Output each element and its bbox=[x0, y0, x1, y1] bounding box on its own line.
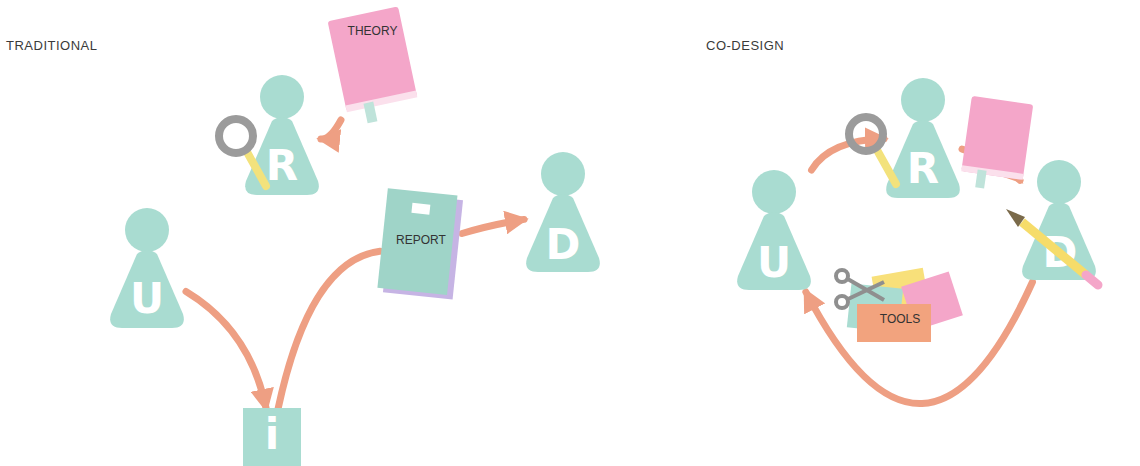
pawn-node: R bbox=[243, 75, 321, 195]
section-heading: TRADITIONAL bbox=[6, 38, 97, 53]
role-letter: U bbox=[108, 276, 186, 322]
node-label: REPORT bbox=[380, 234, 462, 247]
book-icon bbox=[959, 96, 1033, 194]
book-cover bbox=[961, 96, 1033, 180]
flow-arrow bbox=[812, 139, 884, 170]
scissors-handle bbox=[836, 270, 848, 282]
flow-arrow bbox=[462, 219, 524, 233]
magnifier-right bbox=[849, 117, 896, 184]
pawn-node: D bbox=[524, 152, 602, 274]
pawn-head bbox=[125, 208, 169, 252]
flow-arrow bbox=[321, 120, 341, 139]
book-ribbon bbox=[975, 169, 986, 188]
tools-node: TOOLS bbox=[835, 268, 965, 348]
node-text-box: D bbox=[524, 222, 602, 268]
pawn-node: D bbox=[1020, 160, 1100, 282]
section-heading: CO-DESIGN bbox=[706, 38, 784, 53]
pawn-head bbox=[901, 78, 945, 122]
tools-shape bbox=[835, 268, 965, 348]
info-square bbox=[243, 408, 301, 466]
pencil-tip bbox=[1006, 209, 1025, 227]
node-text-box: i bbox=[243, 412, 301, 458]
role-letter: U bbox=[735, 240, 813, 286]
pawn-head bbox=[752, 170, 796, 214]
node-text-box: R bbox=[884, 146, 962, 192]
scissors-handle bbox=[836, 296, 848, 308]
pawn-head bbox=[541, 152, 585, 196]
magnifier-lens bbox=[849, 117, 883, 151]
node-text-box: THEORY bbox=[325, 25, 420, 38]
pawn-head bbox=[1037, 160, 1081, 204]
node-label: TOOLS bbox=[835, 313, 965, 326]
pawn-node: U bbox=[108, 208, 186, 328]
node-text-box: U bbox=[735, 240, 813, 286]
node-text-box: R bbox=[243, 143, 321, 189]
node-label: i bbox=[243, 412, 301, 458]
flow-arrow bbox=[962, 149, 1020, 180]
flow-arrow bbox=[186, 291, 266, 408]
pawn-head bbox=[260, 75, 304, 119]
book-node: THEORY bbox=[325, 5, 420, 120]
book-pages bbox=[961, 165, 1023, 180]
role-letter: D bbox=[524, 222, 602, 268]
book-pages bbox=[345, 90, 417, 112]
pawn-node: U bbox=[735, 170, 813, 292]
book-shape bbox=[325, 5, 420, 120]
square-node: i bbox=[243, 408, 301, 466]
doc-node: REPORT bbox=[380, 190, 462, 302]
node-text-box: U bbox=[108, 276, 186, 322]
paper-mark bbox=[411, 203, 430, 215]
role-letter: D bbox=[1020, 230, 1100, 276]
pawn-node: R bbox=[884, 78, 962, 198]
node-label: THEORY bbox=[325, 25, 420, 38]
book-ribbon bbox=[363, 102, 377, 124]
node-text-box: TOOLS bbox=[835, 313, 965, 326]
role-letter: R bbox=[243, 143, 321, 189]
flow-arrow bbox=[278, 251, 380, 408]
role-letter: R bbox=[884, 146, 962, 192]
magnifier-lens bbox=[219, 119, 253, 153]
node-text-box: REPORT bbox=[380, 234, 462, 247]
node-text-box: D bbox=[1020, 230, 1100, 276]
book-cover bbox=[328, 6, 418, 111]
